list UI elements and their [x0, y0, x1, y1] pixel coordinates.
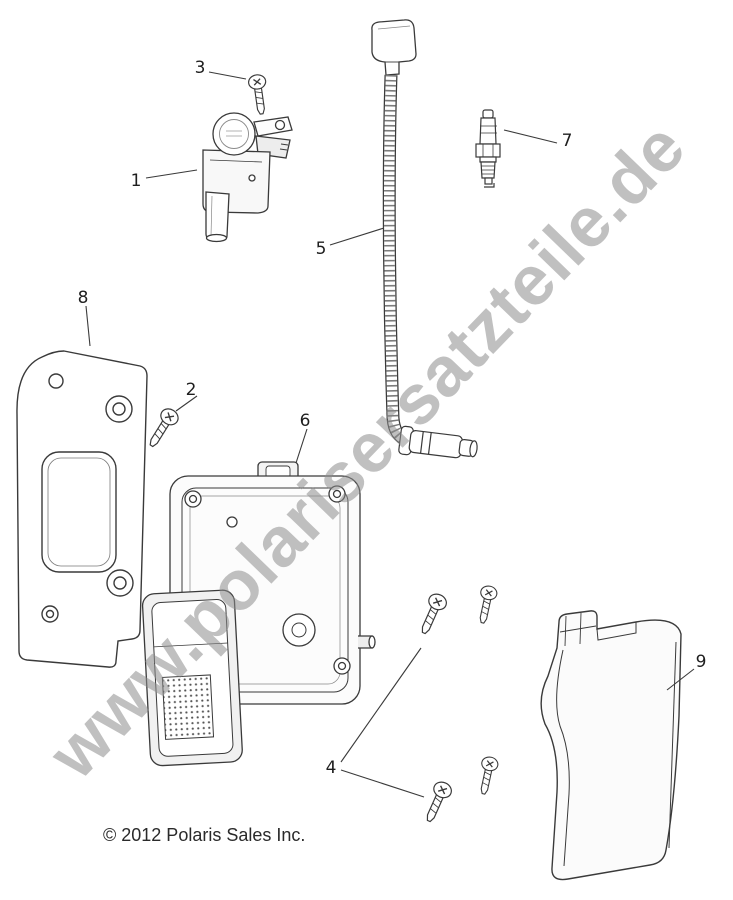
spark-plug-wire-part	[371, 19, 478, 459]
callout-7: 7	[561, 131, 573, 151]
leader-lines	[85, 71, 695, 798]
screw-part-4a	[414, 590, 450, 638]
ignition-coil-part	[202, 112, 293, 243]
screw-part-4d	[474, 754, 500, 797]
spark-plug-part	[475, 109, 501, 188]
callout-9: 9	[695, 652, 707, 672]
callout-8: 8	[77, 288, 89, 308]
cover-part	[540, 610, 682, 881]
screw-part-4c	[419, 778, 455, 826]
copyright: © 2012 Polaris Sales Inc.	[103, 825, 306, 845]
callout-4: 4	[325, 758, 337, 778]
callout-6: 6	[299, 411, 311, 431]
screw-part-3	[247, 73, 271, 116]
callout-5: 5	[315, 239, 327, 259]
callout-3: 3	[194, 58, 206, 78]
screw-part-2	[143, 405, 182, 452]
ecu-module-part	[141, 461, 376, 767]
mounting-bracket-part	[16, 350, 148, 668]
callout-2: 2	[185, 380, 197, 400]
screw-part-4b	[473, 583, 499, 626]
callout-1: 1	[130, 171, 142, 191]
